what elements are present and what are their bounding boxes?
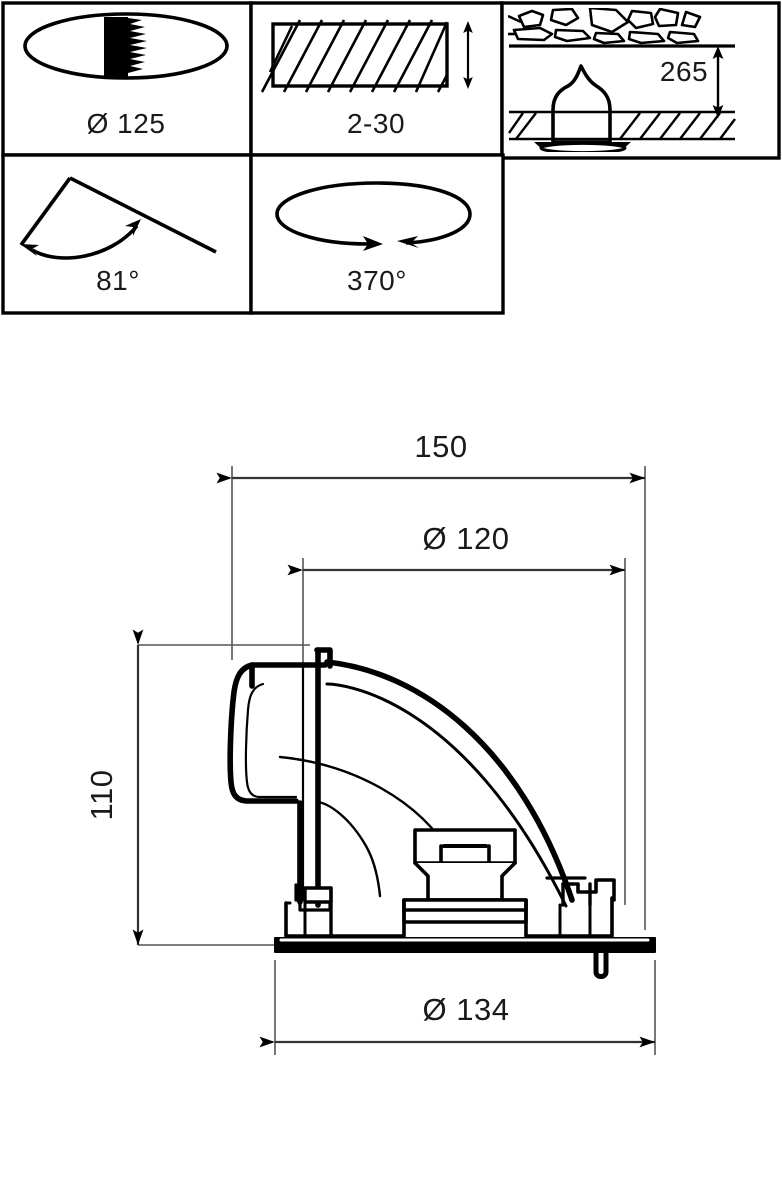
dimension-label-overall-height: 110 — [84, 770, 119, 821]
spec-cell-recess-depth: 265 — [500, 1, 781, 160]
dimension-label-flange-diameter: Ø 134 — [423, 992, 510, 1027]
spec-cell-rotation-angle: 370° — [249, 153, 505, 315]
dimension-label-reflector-diameter: Ø 120 — [423, 521, 510, 556]
thickness-arrow-icon — [463, 21, 473, 89]
dimension-flange-diameter: Ø 134 — [259, 992, 655, 1048]
spec-cell-ceiling-thickness: 2-30 — [249, 1, 504, 157]
rotation-ellipse-icon — [275, 181, 472, 251]
recessed-mounting-section-icon — [508, 8, 736, 152]
cell-label-cutout: Ø 125 — [87, 108, 166, 139]
spec-cell-tilt-angle: 81° — [1, 153, 253, 315]
cell-label-rotation-angle: 370° — [347, 265, 407, 296]
dimension-label-overall-width: 150 — [414, 429, 467, 464]
hole-saw-ellipse-icon — [23, 12, 229, 80]
dimension-overall-height: 110 — [84, 629, 144, 945]
tilt-angle-icon — [19, 176, 217, 260]
dimension-reflector-diameter: Ø 120 — [287, 521, 625, 576]
cell-border — [500, 1, 781, 160]
spec-table: Ø 125 — [1, 1, 781, 315]
luminaire-section — [227, 647, 656, 979]
dimension-overall-width: 150 — [216, 429, 645, 484]
side-section-view: 150 Ø 120 110 Ø 134 — [84, 429, 656, 1055]
cell-border — [249, 1, 504, 157]
spec-cell-cutout: Ø 125 — [1, 1, 253, 157]
cell-label-recess-depth: 265 — [660, 56, 708, 87]
cell-label-tilt-angle: 81° — [96, 265, 140, 296]
spec-table-row: Ø 125 — [1, 1, 781, 160]
cell-label-ceiling-thickness: 2-30 — [347, 108, 405, 139]
hatched-panel-icon — [260, 19, 473, 93]
spec-table-row: 81° 370° — [1, 153, 505, 315]
depth-arrow-icon — [712, 46, 724, 118]
